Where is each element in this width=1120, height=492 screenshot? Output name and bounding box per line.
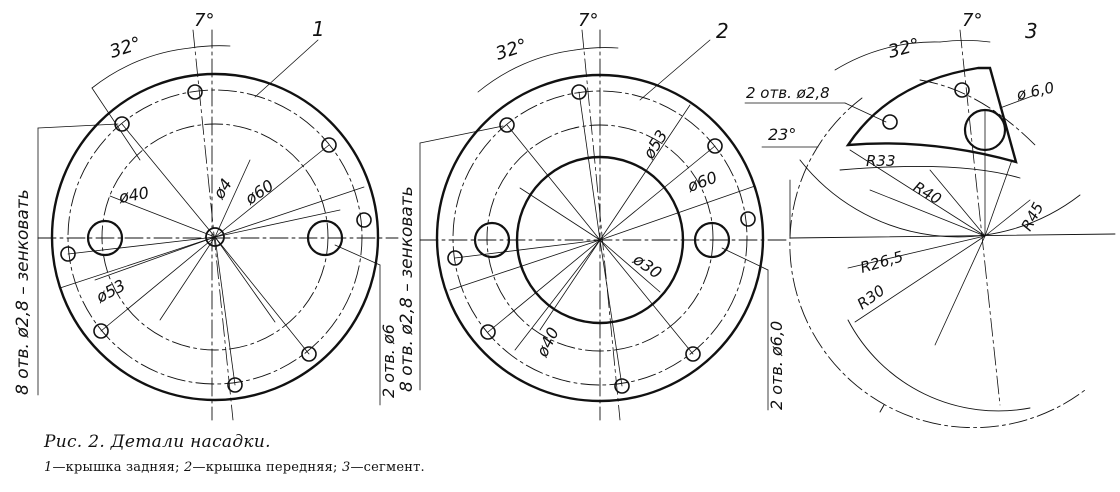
part2-d40-label: ø40	[532, 324, 563, 360]
part3-small-hole-1	[882, 114, 898, 130]
legend-text-3: —сегмент.	[350, 460, 425, 475]
part3-segment-contour	[845, 66, 1018, 164]
part2-side-holes-note: 2 отв. ø6,0	[767, 321, 786, 410]
part3-horizontal-axis	[789, 233, 1116, 239]
part2-7deg-axis	[581, 29, 621, 421]
part3-view	[744, 29, 1116, 428]
part1-side-holes-note: 2 отв. ø6	[379, 324, 398, 398]
part2-d30-label: ø30	[629, 249, 665, 282]
legend-num-3: 3	[341, 460, 351, 475]
part3-lower-arc	[847, 319, 1031, 412]
part1-angle-32-label: 32°	[107, 33, 144, 63]
part2-dimension-lines	[419, 39, 769, 411]
part3-r33-label: R33	[866, 152, 896, 170]
part3-r26-5-label: R26,5	[858, 247, 905, 276]
part3-r33-arc	[919, 79, 1036, 146]
part1-outer-contour	[50, 72, 380, 402]
part3-angle-32-label: 32°	[886, 34, 922, 63]
part1-d40-label: ø40	[116, 183, 150, 207]
part1-number-label: 1	[312, 17, 325, 41]
part2-holes-note: 8 отв. ø2,8 – зенковать	[397, 186, 417, 392]
figure-legend: 1—крышка задняя; 2—крышка передняя; 3—се…	[44, 460, 425, 475]
part3-outer-arc	[799, 159, 1081, 238]
part2-d60-label: ø60	[684, 168, 720, 197]
part3-angle-7-label: 7°	[962, 10, 982, 31]
part1-angle-7-label: 7°	[194, 10, 214, 31]
part3-dimension-lines	[744, 40, 1036, 346]
part3-r40-arc	[839, 165, 1021, 179]
part2-angle-32-label: 32°	[493, 35, 530, 65]
part2-bolt-circle	[452, 90, 748, 386]
part2-small-holes	[447, 84, 756, 394]
part1-7deg-axis	[192, 29, 234, 421]
part3-r45-arc	[789, 97, 1086, 428]
part1-center-hole	[205, 227, 225, 247]
part1-d4-label: ø4	[209, 175, 236, 203]
part1-d60-label: ø60	[241, 176, 277, 209]
part3-holes-note: 2 отв. ø2,8	[746, 84, 830, 102]
part3-angle-23-label: 23°	[768, 125, 796, 144]
legend-num-2: 2	[184, 460, 193, 475]
part3-small-hole-2	[954, 82, 970, 98]
part3-d6-label: ø 6,0	[1014, 78, 1056, 104]
part3-number-label: 3	[1025, 19, 1038, 43]
legend-num-1: 1	[44, 460, 53, 475]
part2-d40-circle	[486, 124, 714, 352]
figure-caption: Рис. 2. Детали насадки.	[44, 432, 271, 452]
part1-view	[37, 29, 399, 421]
technical-drawing: 32° 7° 1 ø40 ø4 ø60 ø53 8 отв. ø2,8 – зе…	[13, 10, 1116, 428]
part1-dimension-lines	[37, 39, 381, 406]
part3-r40-label: R40	[910, 178, 945, 208]
part1-bolt-circle	[67, 89, 363, 385]
part3-7deg-axis	[959, 29, 1001, 406]
legend-text-2: —крышка передняя;	[192, 460, 338, 475]
part1-holes-note: 8 отв. ø2,8 – зенковать	[13, 189, 33, 395]
part2-number-label: 2	[716, 19, 729, 43]
part2-central-opening	[515, 155, 685, 325]
part2-side-hole-left	[473, 221, 511, 259]
part3-stray-mark	[879, 404, 885, 413]
part2-angle-7-label: 7°	[578, 10, 598, 31]
part1-side-hole-right	[306, 219, 344, 257]
part1-small-holes	[60, 84, 372, 393]
part3-r45-label: R45	[1018, 199, 1048, 234]
part3-r30-label: R30	[854, 281, 888, 313]
part2-view	[419, 29, 791, 421]
part2-d53-label: ø53	[639, 126, 672, 162]
part2-side-hole-right	[693, 221, 731, 259]
part2-outer-contour	[435, 73, 765, 403]
legend-text-1: —крышка задняя;	[52, 460, 180, 475]
part1-side-hole-left	[86, 219, 124, 257]
part1-d40-circle	[101, 123, 329, 351]
